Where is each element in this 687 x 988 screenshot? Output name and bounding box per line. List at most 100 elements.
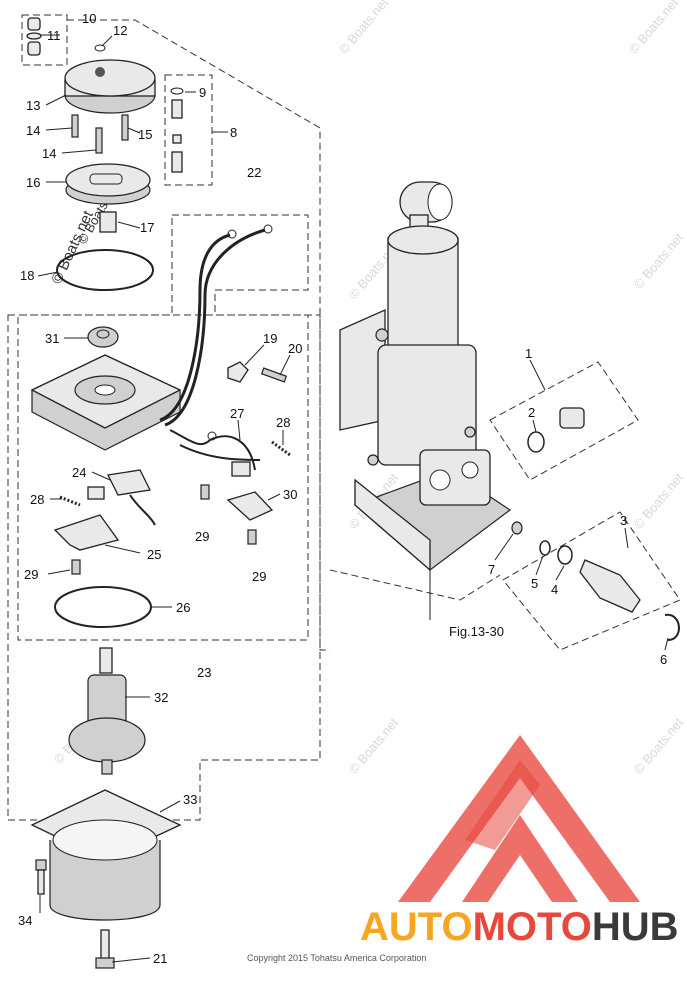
- part-3-7: [511, 521, 680, 641]
- label-11: 11: [47, 28, 61, 43]
- label-1: 1: [525, 346, 532, 361]
- leader-6: [664, 637, 669, 651]
- part-16: [65, 163, 151, 205]
- wire-2: [164, 228, 266, 427]
- part-8-9: [170, 87, 184, 173]
- label-29c: 29: [24, 567, 38, 582]
- box-3: [502, 511, 681, 651]
- part-11: [26, 32, 42, 40]
- leader-15: [127, 127, 141, 134]
- watermark: © Boats.net: [336, 0, 392, 57]
- part-19: [227, 361, 249, 383]
- leader-24: [91, 471, 111, 481]
- part-29-c: [71, 559, 81, 575]
- label-2: 2: [528, 405, 535, 420]
- part-5: [539, 540, 551, 556]
- part-28-spring-a: [271, 440, 291, 457]
- label-16: 16: [26, 175, 40, 190]
- end-cap-hole: [94, 384, 116, 396]
- copyright: Copyright 2015 Tohatsu America Corporati…: [247, 953, 426, 963]
- wire-3: [169, 429, 211, 446]
- part-29-b: [247, 529, 257, 545]
- label-20: 20: [288, 341, 302, 356]
- part-18: [56, 249, 154, 291]
- part-20: [260, 367, 288, 383]
- leader-12: [101, 35, 113, 47]
- mount-bolt: [375, 328, 389, 342]
- part-24-body: [107, 469, 151, 496]
- watermark: © Boats.net: [631, 470, 687, 532]
- part-24-brush: [87, 486, 105, 500]
- label-31: 31: [45, 331, 59, 346]
- part-16-slot: [89, 173, 123, 185]
- label-25: 25: [147, 547, 161, 562]
- label-17: 17: [140, 220, 154, 235]
- label-34: 34: [18, 913, 32, 928]
- part-27-brush: [231, 461, 251, 477]
- part-25: [53, 514, 120, 551]
- part-32-core: [68, 717, 146, 763]
- wire-4: [179, 444, 261, 461]
- part-13-hole: [95, 67, 105, 77]
- part-1-plug: [559, 407, 585, 429]
- logo-triangle-outer: [398, 735, 640, 902]
- label-15: 15: [138, 127, 152, 142]
- part-9: [170, 87, 184, 95]
- part-21: [95, 929, 115, 969]
- part-31: [87, 326, 119, 348]
- label-10: 10: [82, 11, 96, 26]
- leader-20: [279, 354, 291, 376]
- logo-auto: AUTO: [360, 905, 473, 949]
- part-7: [511, 521, 523, 535]
- leader-box: [67, 19, 330, 651]
- part-27-wire: [209, 435, 256, 471]
- watermark: © Boats.net: [346, 715, 402, 777]
- label-32: 32: [154, 690, 168, 705]
- logo-triangle-inner: [462, 815, 578, 902]
- logo-hub: HUB: [592, 905, 679, 949]
- leader-fig: [329, 569, 501, 601]
- wire-harness: [159, 224, 273, 461]
- label-13: 13: [26, 98, 40, 113]
- label-19: 19: [263, 331, 277, 346]
- part-6-clip: [664, 613, 680, 641]
- box-23: [7, 314, 321, 821]
- box-10: [21, 14, 68, 66]
- label-28b: 28: [30, 492, 44, 507]
- valve-port-2: [461, 461, 479, 479]
- part-31-body: [87, 326, 119, 348]
- motor-end-cap: [30, 354, 182, 451]
- label-6: 6: [660, 652, 667, 667]
- watermark: © Boats.net: [631, 715, 687, 777]
- wire-terminal-1: [227, 229, 237, 239]
- part-13-top: [64, 59, 156, 97]
- leader-17: [117, 221, 141, 229]
- part-14-bolt-b: [95, 127, 103, 154]
- part-10-11: [26, 17, 42, 56]
- leader-14a: [45, 127, 73, 131]
- label-26: 26: [176, 600, 190, 615]
- label-12: 12: [113, 23, 127, 38]
- leader-25: [104, 544, 141, 554]
- box-1: [489, 361, 639, 481]
- cylinder-base-side: [354, 478, 431, 572]
- label-7: 7: [488, 562, 495, 577]
- part-17: [99, 211, 117, 233]
- part-1-2: [527, 407, 585, 453]
- logo-moto: MOTO: [473, 905, 592, 949]
- part-8-bottom: [171, 151, 183, 173]
- tilt-cylinder: [339, 181, 512, 572]
- part-16-top: [65, 163, 151, 197]
- part-32-shaft: [99, 647, 113, 674]
- part-13: [64, 59, 156, 114]
- part-4: [557, 545, 573, 565]
- logo-text: AUTOMOTOHUB: [360, 905, 679, 949]
- label-9: 9: [199, 85, 206, 100]
- valve-port-1: [429, 469, 451, 491]
- part-31-bore: [96, 329, 110, 339]
- leader-5: [535, 555, 544, 576]
- part-21-shank: [100, 929, 110, 961]
- label-23: 23: [197, 665, 211, 680]
- leader-33: [159, 800, 181, 813]
